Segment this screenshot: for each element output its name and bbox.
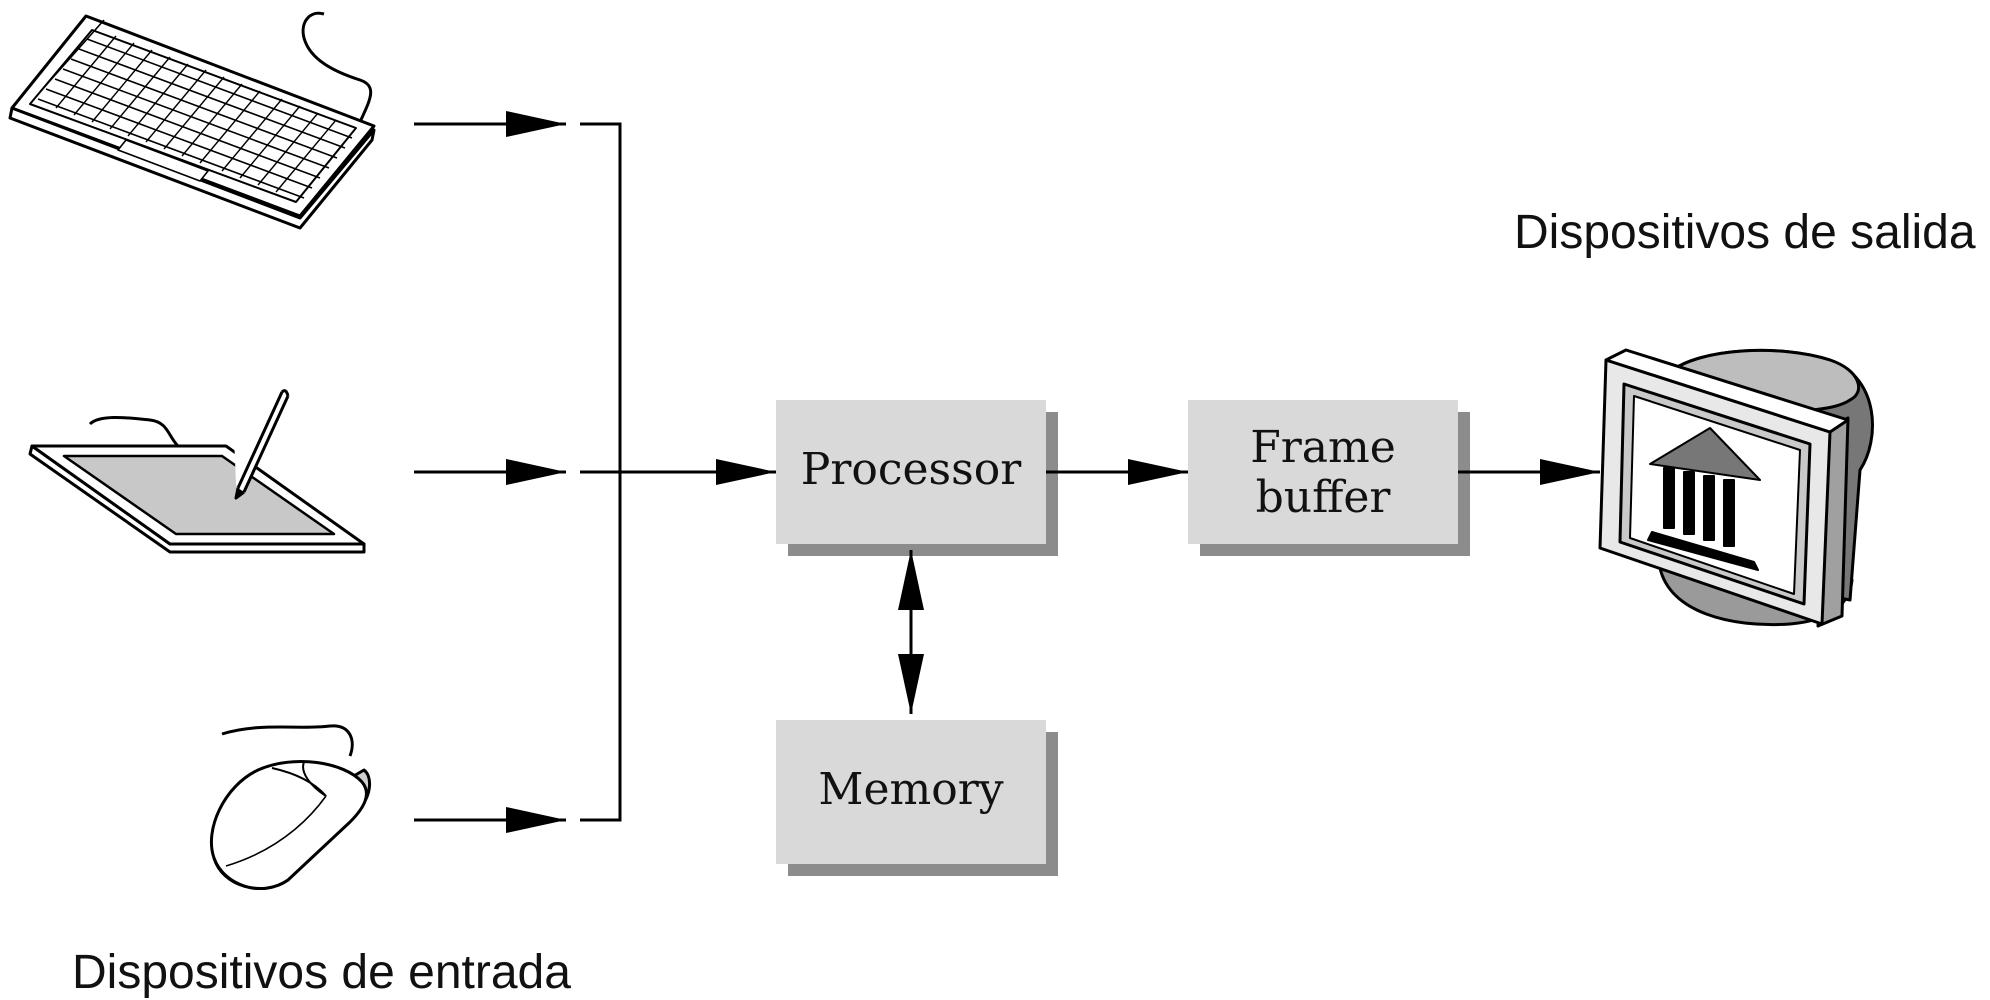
frame-buffer-label-line2: buffer bbox=[1256, 472, 1392, 523]
processor-block: Processor bbox=[776, 400, 1058, 556]
memory-block: Memory bbox=[776, 720, 1058, 876]
keyboard-icon bbox=[8, 11, 376, 230]
processor-label: Processor bbox=[801, 444, 1022, 495]
mouse-icon bbox=[209, 724, 371, 890]
output-devices-label: Dispositivos de salida bbox=[1514, 206, 1976, 259]
input-connectors bbox=[414, 111, 776, 833]
frame-buffer-block: Frame buffer bbox=[1188, 400, 1470, 556]
memory-label: Memory bbox=[818, 764, 1003, 815]
frame-buffer-label-line1: Frame bbox=[1250, 422, 1396, 473]
input-devices-label: Dispositivos de entrada bbox=[72, 946, 571, 999]
crt-monitor-icon bbox=[1598, 348, 1874, 628]
graphics-tablet-icon bbox=[28, 389, 366, 554]
